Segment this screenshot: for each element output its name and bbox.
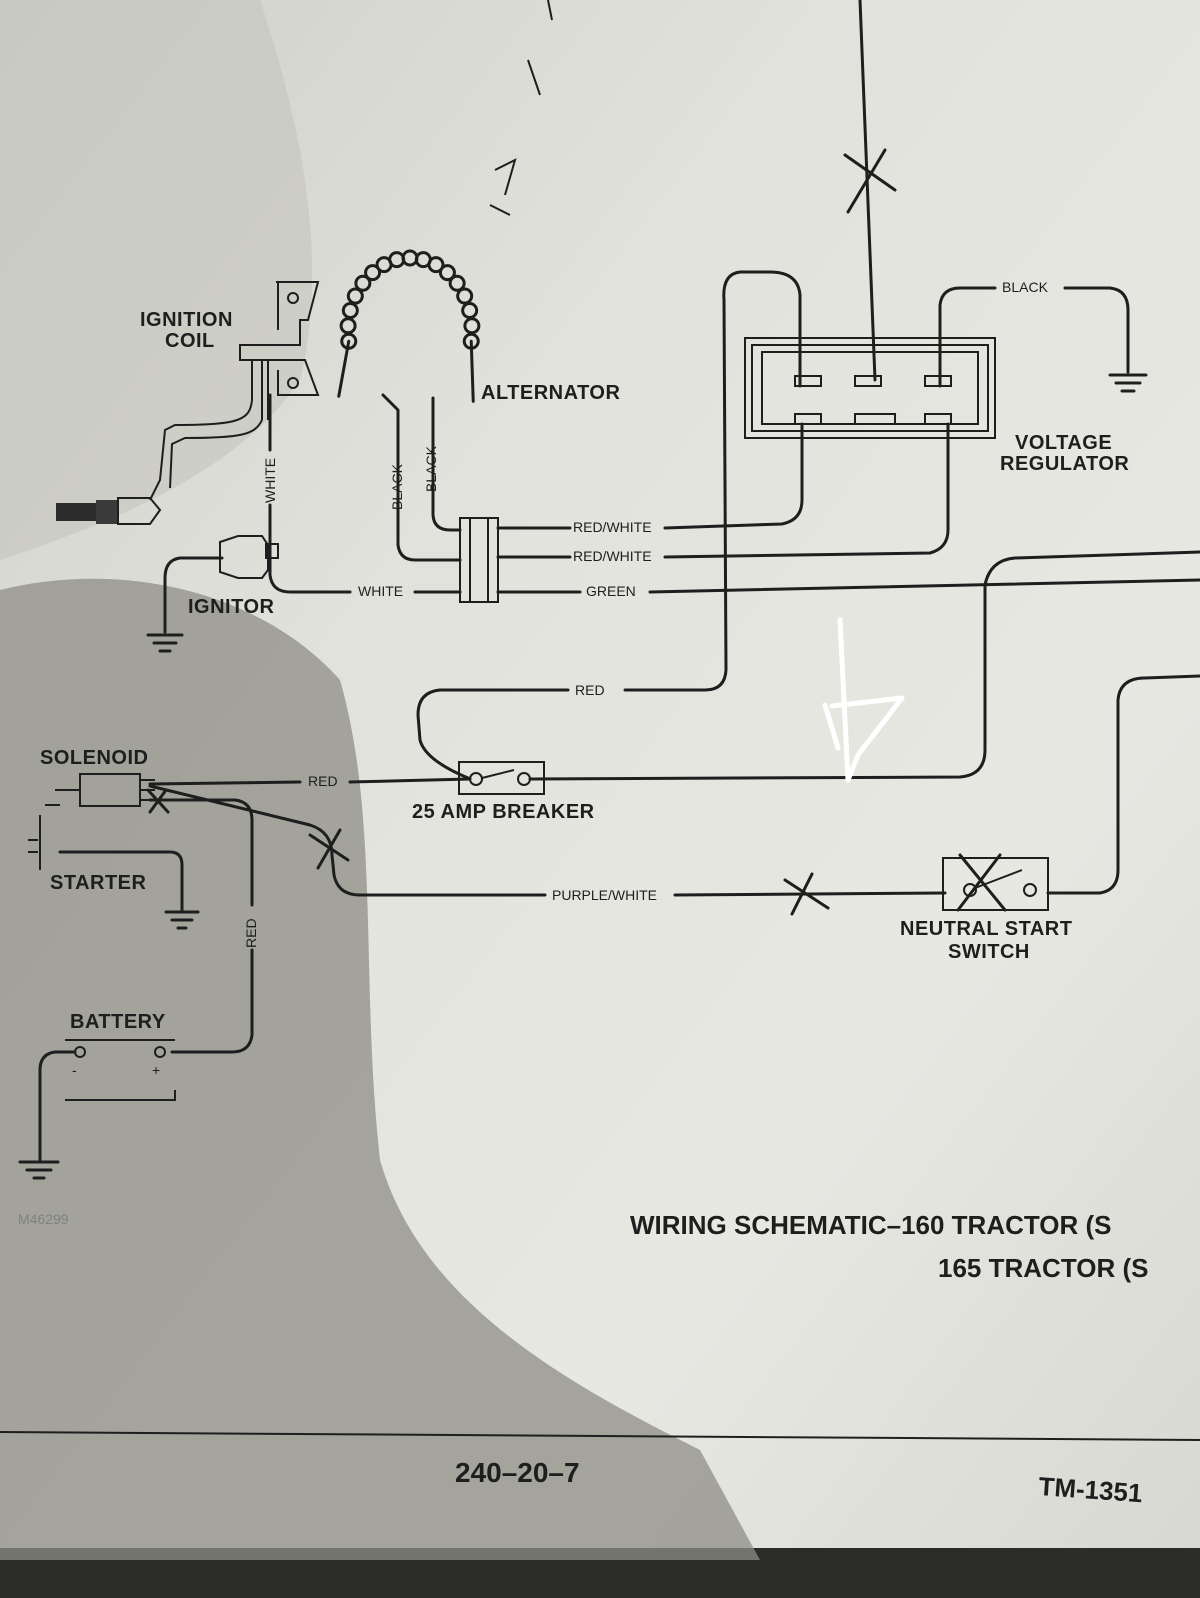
wire-red-white-2 <box>496 422 950 559</box>
ground-symbol-starter <box>164 910 200 930</box>
starter <box>28 815 184 912</box>
battery <box>38 1039 176 1162</box>
solenoid-label: SOLENOID <box>40 747 148 769</box>
ignitor <box>163 535 279 634</box>
starter-label: STARTER <box>50 872 147 894</box>
wire-top-vertical <box>858 0 877 382</box>
ignition-coil-label-line2: COIL <box>165 330 215 352</box>
wire-label-red-solenoid: RED <box>308 773 338 789</box>
voltage-regulator <box>744 337 996 439</box>
alternator-label: ALTERNATOR <box>481 382 620 404</box>
wire-label-red-battery: RED <box>243 918 259 948</box>
battery-negative: - <box>72 1062 77 1078</box>
wire-label-black-2: BLACK <box>423 445 439 492</box>
wire-label-white-vertical: WHITE <box>262 458 278 503</box>
schematic-title-line2: 165 TRACTOR (S <box>938 1253 1148 1283</box>
cut-mark-top <box>843 148 897 214</box>
wire-black-1 <box>381 393 462 562</box>
spark-plug <box>56 497 162 525</box>
wire-red-white-1 <box>496 422 804 530</box>
page-number: 240–20–7 <box>455 1457 580 1488</box>
cut-mark-switch <box>956 853 1007 912</box>
breaker-label: 25 AMP BREAKER <box>412 801 595 823</box>
wire-label-red-white-1: RED/WHITE <box>573 519 652 535</box>
wire-label-red-white-2: RED/WHITE <box>573 548 652 564</box>
wire-label-black-1: BLACK <box>389 463 405 510</box>
pencil-scribble <box>489 0 553 216</box>
wire-green <box>496 578 1200 594</box>
wire-label-purple-white: PURPLE/WHITE <box>552 887 657 903</box>
wire-label-green: GREEN <box>586 583 636 599</box>
neutral-switch-label-line1: NEUTRAL START <box>900 918 1072 940</box>
wire-purple-white <box>148 784 947 897</box>
hand-annotation-arrow <box>822 617 905 783</box>
battery-positive: + <box>152 1062 160 1078</box>
battery-label: BATTERY <box>70 1011 166 1033</box>
cut-mark-purple-1 <box>308 828 350 870</box>
ground-symbol-battery <box>18 1160 60 1180</box>
wire-red-top <box>416 270 802 780</box>
wire-label-black-ground: BLACK <box>1002 279 1049 295</box>
solenoid <box>45 773 155 807</box>
figure-code: M46299 <box>18 1211 69 1227</box>
wire-label-white-horizontal: WHITE <box>358 583 403 599</box>
wire-label-red-top: RED <box>575 682 605 698</box>
manual-code: TM-1351 <box>1038 1471 1144 1508</box>
ignitor-label: IGNITOR <box>188 596 275 618</box>
ground-symbol-regulator <box>1108 373 1148 393</box>
wire-red-battery <box>148 798 254 1054</box>
cut-mark-purple-2 <box>783 872 830 916</box>
wire-black-ground <box>938 286 1130 388</box>
ground-symbol-ignitor <box>146 633 184 653</box>
ignition-coil-label-line1: IGNITION <box>140 309 233 331</box>
neutral-switch-label-line2: SWITCH <box>948 941 1030 963</box>
wire-black-2 <box>431 396 462 532</box>
ignition-coil <box>149 281 320 501</box>
wire-white-vertical <box>268 393 462 594</box>
wire-red-solenoid <box>148 550 1200 786</box>
footer-rule <box>0 1431 1200 1441</box>
schematic-title-line1: WIRING SCHEMATIC–160 TRACTOR (S <box>630 1210 1112 1240</box>
voltage-regulator-label-line2: REGULATOR <box>1000 453 1129 475</box>
alternator-coil <box>337 249 481 403</box>
voltage-regulator-label-line1: VOLTAGE <box>1015 432 1112 454</box>
photo-shadow <box>0 578 760 1560</box>
